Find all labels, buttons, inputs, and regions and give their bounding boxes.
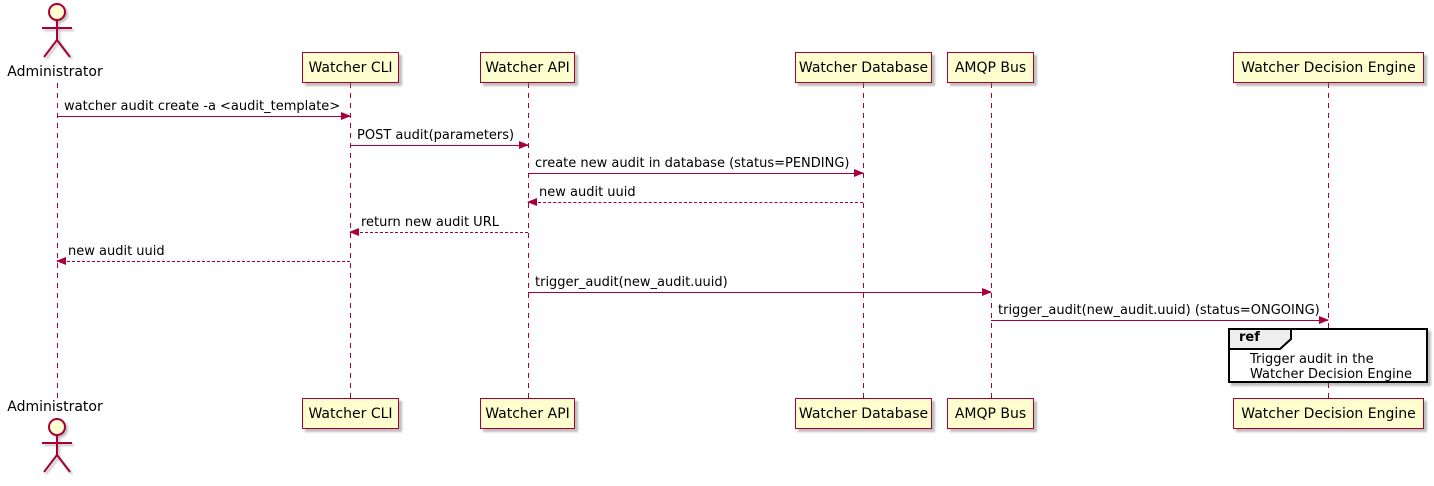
message-label: POST audit(parameters) [357,128,515,143]
arrowhead-icon [341,112,351,120]
ref-line-2: Watcher Decision Engine [1250,367,1412,382]
message-line [57,261,350,262]
message-label: return new audit URL [361,215,499,230]
participant-amqp-bus-bottom: AMQP Bus [947,398,1034,429]
message-label: trigger_audit(new_audit.uuid) (status=ON… [998,303,1320,318]
arrowhead-icon [854,169,864,177]
lifeline-watcher-decision-engine [1328,83,1329,398]
arrowhead-icon [349,228,359,236]
message-label: trigger_audit(new_audit.uuid) [535,275,728,290]
arrowhead-icon [519,141,529,149]
message-line [350,232,528,233]
participant-watcher-cli-top: Watcher CLI [302,52,399,83]
lifeline-watcher-api [528,83,529,398]
message-label: watcher audit create -a <audit_template> [64,99,341,114]
ref-tag-label: ref [1239,330,1260,345]
actor-administrator-bottom [32,414,82,482]
ref-body: Trigger audit in the Watcher Decision En… [1250,352,1412,382]
lifeline-amqp-bus [991,83,992,398]
arrowhead-icon [1319,316,1329,324]
message-line [528,202,863,203]
participant-watcher-cli-bottom: Watcher CLI [302,398,399,429]
arrowhead-icon [527,198,537,206]
ref-fragment: ref Trigger audit in the Watcher Decisio… [1228,328,1428,383]
actor-administrator-top [32,2,82,64]
actor-label-administrator-top: Administrator [7,64,103,80]
participant-watcher-database-bottom: Watcher Database [795,398,932,429]
actor-icon [42,3,72,58]
actor-label-administrator-bottom: Administrator [7,399,103,415]
message-line [528,292,991,293]
ref-line-1: Trigger audit in the [1250,352,1374,367]
ref-tag: ref [1228,328,1292,350]
participant-watcher-api-top: Watcher API [480,52,575,83]
message-label: create new audit in database (status=PEN… [535,156,850,171]
participant-amqp-bus-top: AMQP Bus [947,52,1034,83]
participant-watcher-decision-engine-top: Watcher Decision Engine [1233,52,1424,83]
message-label: new audit uuid [539,185,636,200]
message-label: new audit uuid [68,244,165,259]
message-line [350,145,528,146]
ref-pentagon-icon [1228,328,1292,350]
lifeline-watcher-database [863,83,864,398]
message-line [57,116,350,117]
lifeline-watcher-cli [350,83,351,398]
message-line [991,320,1328,321]
lifeline-administrator [57,83,58,398]
participant-watcher-api-bottom: Watcher API [480,398,575,429]
participant-watcher-decision-engine-bottom: Watcher Decision Engine [1233,398,1424,429]
arrowhead-icon [56,257,66,265]
message-line [528,173,863,174]
participant-watcher-database-top: Watcher Database [795,52,932,83]
actor-icon [42,418,72,473]
arrowhead-icon [982,288,992,296]
